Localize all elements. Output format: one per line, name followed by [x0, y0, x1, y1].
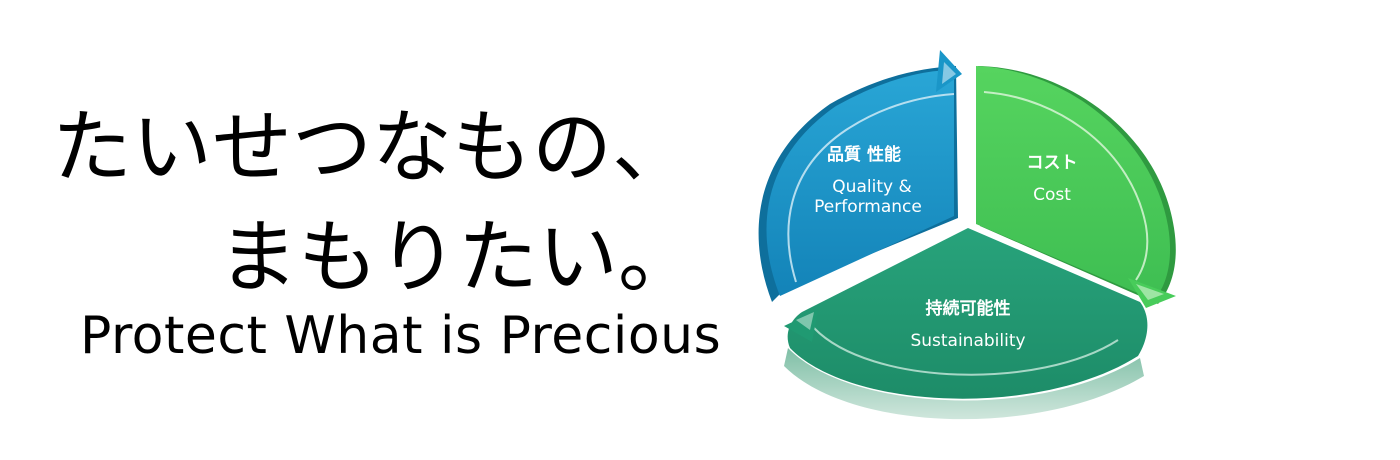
cycle-diagram: 品質 性能 Quality & Performance コスト Cost 持続可… — [758, 50, 1176, 420]
quality-label-en-2: Performance — [814, 197, 922, 217]
sustainability-label-en: Sustainability — [910, 331, 1025, 351]
cost-label-jp: コスト — [1027, 153, 1078, 173]
headline-jp-line-2: まもりたい。 — [218, 211, 698, 304]
segment-quality — [758, 50, 962, 302]
quality-label-en-1: Quality & — [832, 177, 911, 197]
segment-cost — [976, 66, 1176, 308]
quality-label-jp: 品質 性能 — [827, 144, 901, 165]
cost-label-en: Cost — [1033, 185, 1071, 205]
headline-english: Protect What is Precious — [80, 306, 722, 366]
segment-sustainability — [784, 228, 1148, 420]
sustainability-label-jp: 持続可能性 — [926, 298, 1011, 319]
headline-jp-line-1: たいせつなもの、 — [52, 101, 692, 194]
